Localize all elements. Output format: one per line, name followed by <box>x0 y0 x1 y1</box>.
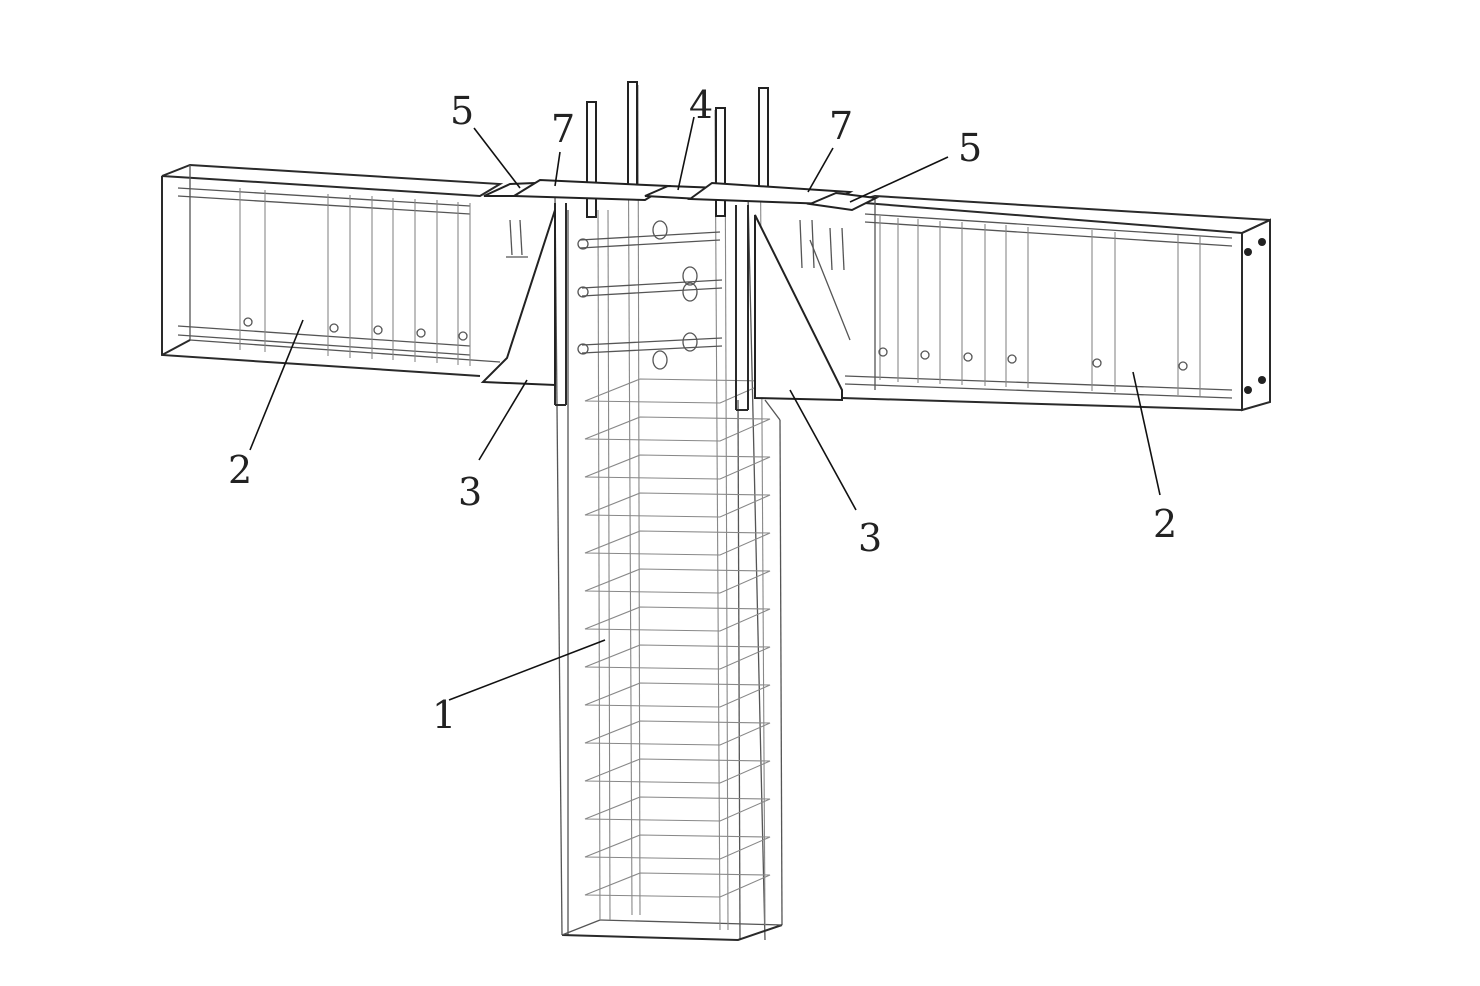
column-stirrup <box>584 682 771 708</box>
right-beam <box>841 194 1271 412</box>
column <box>554 84 783 942</box>
callout-right-bracket: 3 <box>858 516 882 560</box>
callout-labels: 1 2 2 3 3 4 5 5 7 7 <box>228 83 1177 737</box>
column-stirrup <box>584 530 771 556</box>
top-vertical-bars <box>586 81 769 218</box>
column-stirrup <box>584 492 771 518</box>
column-stirrup <box>584 644 771 670</box>
callout-left-connector: 7 <box>551 107 575 151</box>
callout-right-beam: 2 <box>1153 502 1177 546</box>
callout-right-connector: 7 <box>829 104 853 148</box>
left-bracket <box>480 209 556 387</box>
callout-left-beam: 2 <box>228 448 252 492</box>
callout-left-bracket: 3 <box>458 470 482 514</box>
column-stirrup <box>584 568 771 594</box>
column-stirrup <box>584 834 771 860</box>
column-stirrup <box>584 758 771 784</box>
column-stirrup <box>584 720 771 746</box>
callout-column: 1 <box>432 693 456 737</box>
column-stirrup <box>584 454 771 480</box>
callout-left-top-plate: 5 <box>450 89 474 133</box>
callout-center-plate: 4 <box>689 83 713 127</box>
leader-lines <box>249 116 1161 701</box>
column-stirrup <box>584 606 771 632</box>
right-bracket <box>754 214 851 402</box>
callout-right-top-plate: 5 <box>958 126 982 170</box>
column-stirrup <box>584 796 771 822</box>
left-beam <box>161 163 504 377</box>
column-stirrup <box>584 416 771 442</box>
column-stirrup <box>584 378 771 404</box>
column-stirrup <box>584 872 771 898</box>
